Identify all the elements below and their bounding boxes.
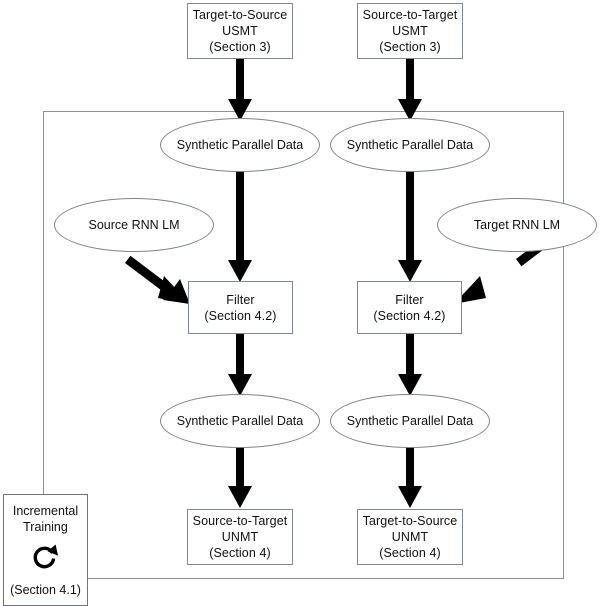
ellipse-label: Synthetic Parallel Data bbox=[176, 137, 304, 152]
ellipse-label: Synthetic Parallel Data bbox=[346, 137, 474, 152]
arrow-data-right-to-unmt bbox=[398, 446, 422, 508]
ellipse-label: Synthetic Parallel Data bbox=[176, 413, 304, 428]
node-line: Filter bbox=[226, 292, 255, 307]
node-line: Filter bbox=[395, 292, 424, 307]
arrow-filter-left-to-data bbox=[228, 334, 252, 396]
arrow-usmt-left-to-data bbox=[228, 59, 252, 121]
node-line: (Section 4.2) bbox=[204, 308, 277, 323]
node-line: (Section 4) bbox=[379, 546, 441, 560]
incremental-title: Incremental Training bbox=[4, 503, 87, 535]
node-synthetic-parallel-data-right-lower[interactable]: Synthetic Parallel Data bbox=[330, 394, 490, 448]
incremental-title-line-1: Incremental bbox=[12, 504, 79, 518]
node-source-to-target-unmt[interactable]: Source-to-Target UNMT (Section 4) bbox=[187, 509, 293, 565]
node-target-to-source-usmt[interactable]: Target-to-Source USMT (Section 3) bbox=[187, 3, 293, 59]
arrow-filter-right-to-data bbox=[398, 334, 422, 396]
node-synthetic-parallel-data-left-lower[interactable]: Synthetic Parallel Data bbox=[160, 394, 320, 448]
node-line: USMT bbox=[222, 24, 258, 38]
node-target-rnn-lm[interactable]: Target RNN LM bbox=[437, 198, 597, 252]
node-line: UNMT bbox=[391, 530, 429, 544]
node-source-to-target-usmt[interactable]: Source-to-Target USMT (Section 3) bbox=[357, 3, 463, 59]
node-synthetic-parallel-data-right-upper[interactable]: Synthetic Parallel Data bbox=[330, 118, 490, 172]
node-line: (Section 3) bbox=[379, 40, 441, 54]
node-line: (Section 4.2) bbox=[373, 308, 446, 323]
incremental-title-line-2: Training bbox=[23, 520, 68, 534]
node-line: UNMT bbox=[221, 530, 259, 544]
incremental-section-label: (Section 4.1) bbox=[10, 583, 81, 597]
ellipse-label: Target RNN LM bbox=[473, 217, 561, 232]
node-line: Source-to-Target bbox=[192, 514, 288, 528]
ellipse-label: Source RNN LM bbox=[88, 217, 180, 232]
circular-loop-arrow-icon bbox=[30, 544, 62, 574]
arrow-data-left-to-filter bbox=[228, 170, 252, 282]
pipeline-container-frame bbox=[43, 111, 564, 579]
node-filter-left[interactable]: Filter (Section 4.2) bbox=[188, 281, 293, 334]
node-synthetic-parallel-data-left-upper[interactable]: Synthetic Parallel Data bbox=[160, 118, 320, 172]
arrow-data-left-to-unmt bbox=[228, 446, 252, 508]
node-line: Source-to-Target bbox=[362, 8, 458, 22]
node-line: USMT bbox=[392, 24, 428, 38]
arrow-source-lm-to-filter bbox=[124, 255, 190, 304]
node-source-rnn-lm[interactable]: Source RNN LM bbox=[54, 198, 214, 252]
node-line: Target-to-Source bbox=[192, 8, 288, 22]
node-incremental-training[interactable]: Incremental Training (Section 4.1) bbox=[3, 494, 88, 606]
node-line: (Section 4) bbox=[209, 546, 271, 560]
node-line: Target-to-Source bbox=[362, 514, 458, 528]
node-target-to-source-unmt[interactable]: Target-to-Source UNMT (Section 4) bbox=[357, 509, 463, 565]
node-line: (Section 3) bbox=[209, 40, 271, 54]
arrow-usmt-right-to-data bbox=[398, 59, 422, 121]
node-filter-right[interactable]: Filter (Section 4.2) bbox=[357, 281, 462, 334]
arrow-data-right-to-filter bbox=[398, 170, 422, 282]
ellipse-label: Synthetic Parallel Data bbox=[346, 413, 474, 428]
